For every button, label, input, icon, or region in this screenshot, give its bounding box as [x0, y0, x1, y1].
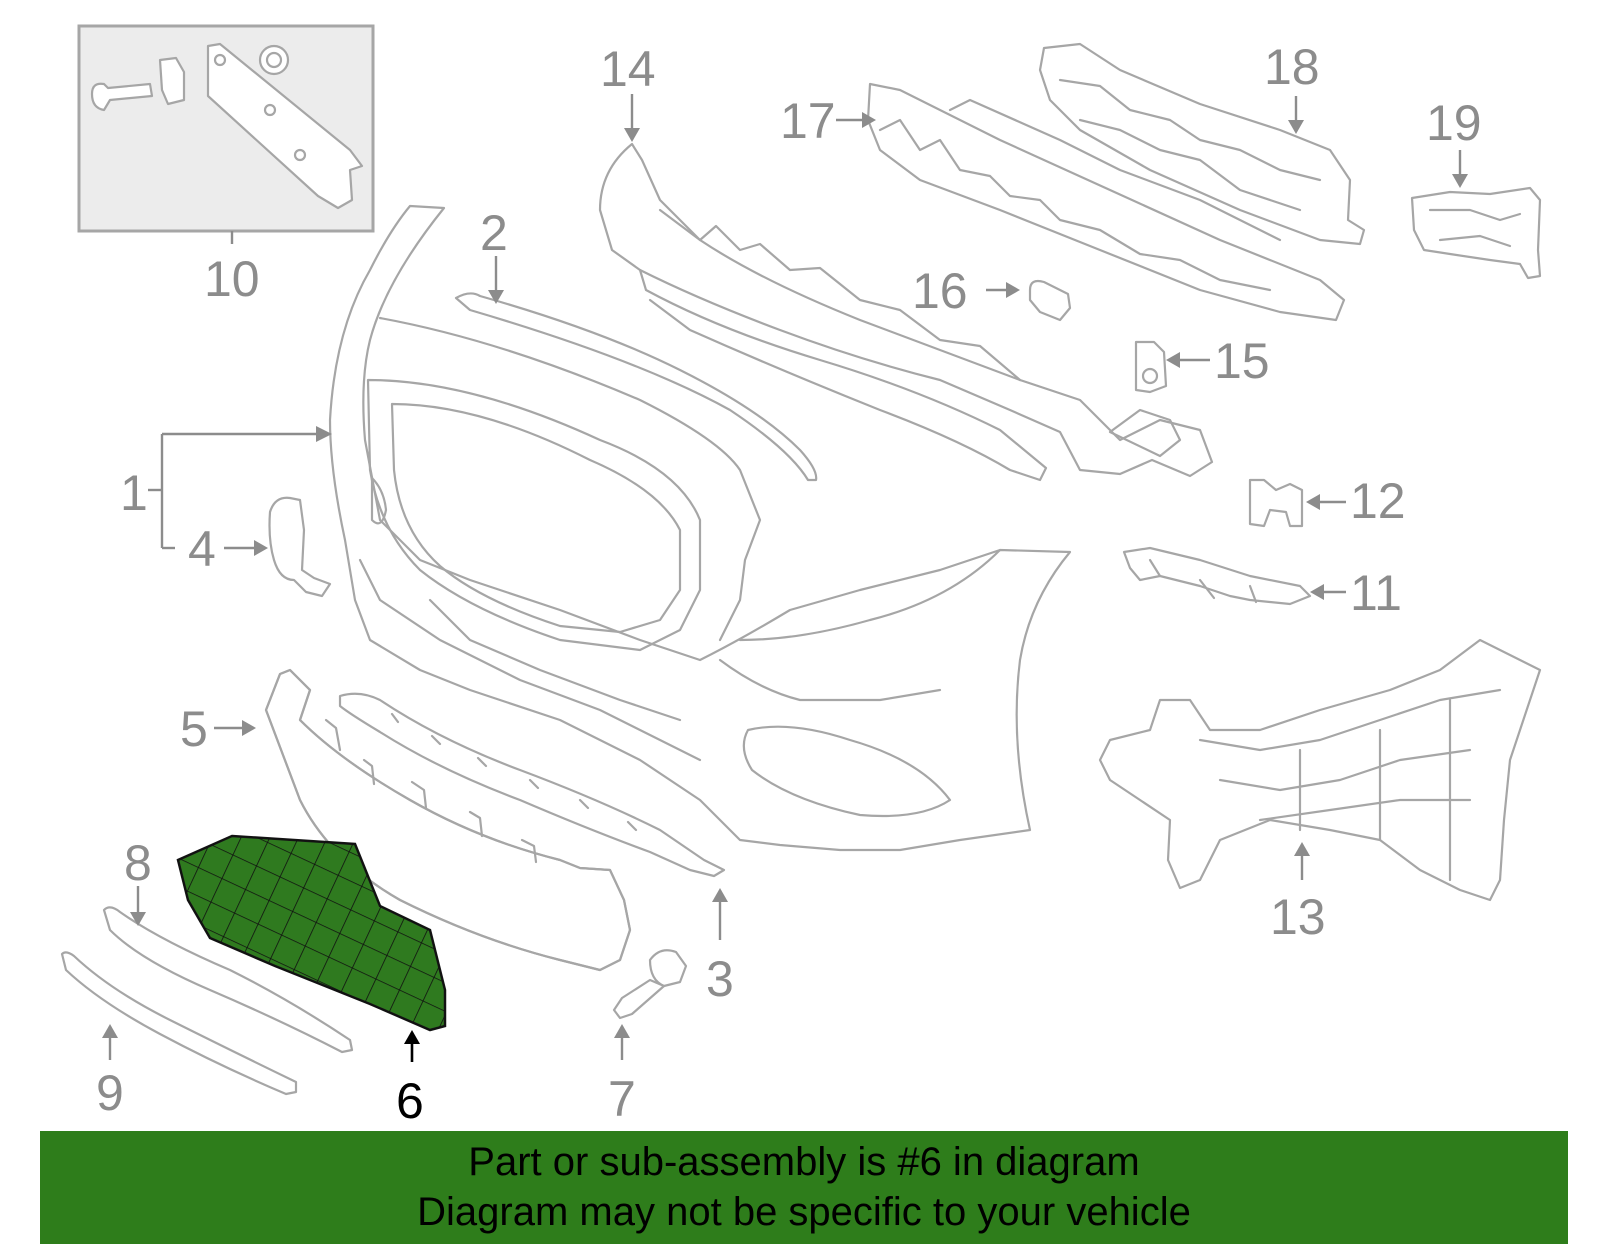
callout-17: 17 — [780, 93, 836, 149]
callout-6: 6 — [396, 1073, 424, 1129]
banner-line-1: Part or sub-assembly is #6 in diagram — [468, 1140, 1140, 1184]
part-14-absorber[interactable] — [598, 142, 1214, 482]
callout-8: 8 — [124, 835, 152, 891]
part-15-nut[interactable] — [1134, 340, 1168, 394]
callout-2: 2 — [480, 205, 508, 261]
part-2-upper-strip[interactable] — [454, 292, 818, 482]
part-9-strip[interactable] — [60, 951, 298, 1096]
part-3-trim[interactable] — [338, 692, 726, 878]
callout-16: 16 — [912, 263, 968, 319]
part-13-bracket[interactable] — [1098, 638, 1542, 902]
callout-15: 15 — [1214, 333, 1270, 389]
callout-13: 13 — [1270, 889, 1326, 945]
callout-3: 3 — [706, 951, 734, 1007]
callout-4: 4 — [188, 521, 216, 577]
callout-5: 5 — [180, 701, 208, 757]
callout-7: 7 — [608, 1071, 636, 1127]
callout-14: 14 — [600, 41, 656, 97]
part-8-strip[interactable] — [102, 906, 354, 1054]
callout-12: 12 — [1350, 473, 1406, 529]
part-7-bolt[interactable] — [612, 949, 688, 1020]
part-4-bracket[interactable] — [268, 496, 332, 598]
part-1-bumper-cover[interactable] — [328, 204, 1072, 852]
part-17-reinforcement[interactable] — [866, 82, 1346, 322]
callout-1: 1 — [120, 465, 148, 521]
callout-19: 19 — [1426, 95, 1482, 151]
part-18-bracket[interactable] — [1038, 42, 1366, 246]
part-10-inset[interactable] — [77, 24, 375, 233]
part-11-bracket[interactable] — [1122, 546, 1312, 606]
callout-10: 10 — [204, 251, 260, 307]
callout-9: 9 — [96, 1065, 124, 1121]
banner-line-2: Diagram may not be specific to your vehi… — [417, 1190, 1191, 1234]
part-19-bracket[interactable] — [1410, 186, 1542, 280]
callout-18: 18 — [1264, 39, 1320, 95]
part-12-clip[interactable] — [1248, 478, 1304, 528]
callout-11: 11 — [1350, 565, 1402, 621]
part-16-clip[interactable] — [1028, 279, 1072, 322]
info-banner: Part or sub-assembly is #6 in diagram Di… — [40, 1131, 1568, 1244]
